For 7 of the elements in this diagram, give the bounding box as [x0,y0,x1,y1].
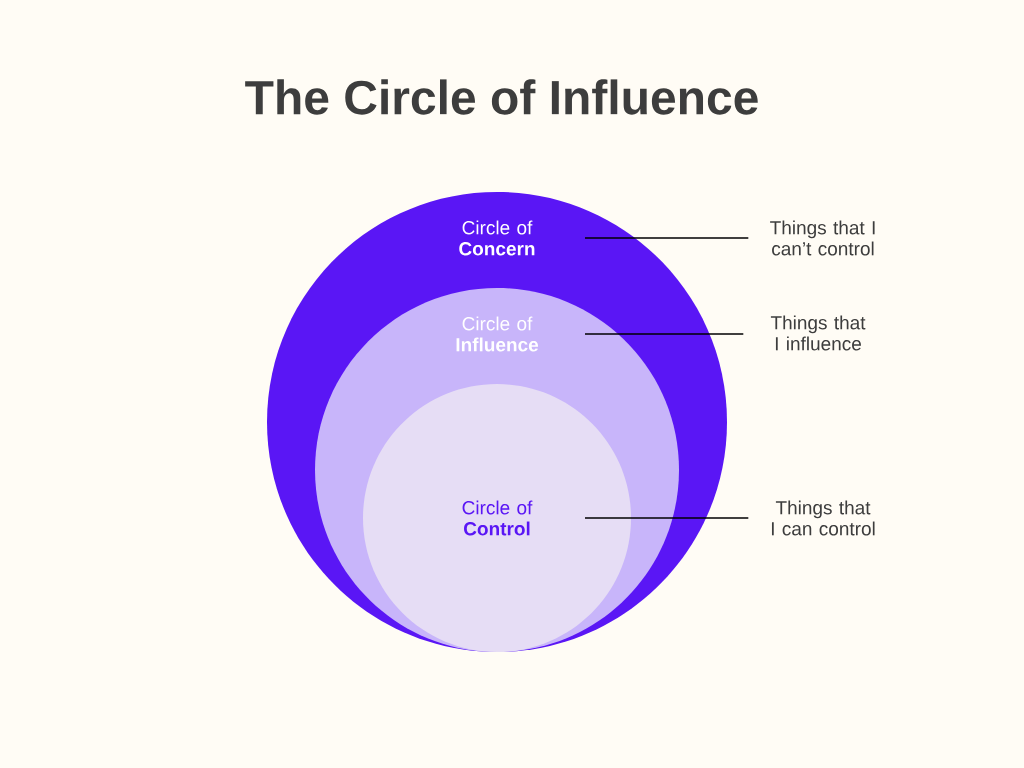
leader-line [584,237,750,239]
note-text: Things that I influence [770,315,866,351]
leader-line [584,333,745,335]
note-text: Things that I can control [771,500,875,536]
leader-line [584,517,750,519]
note-text: Things that I can’t control [770,220,875,256]
title: The Circle of Influence [245,79,758,115]
